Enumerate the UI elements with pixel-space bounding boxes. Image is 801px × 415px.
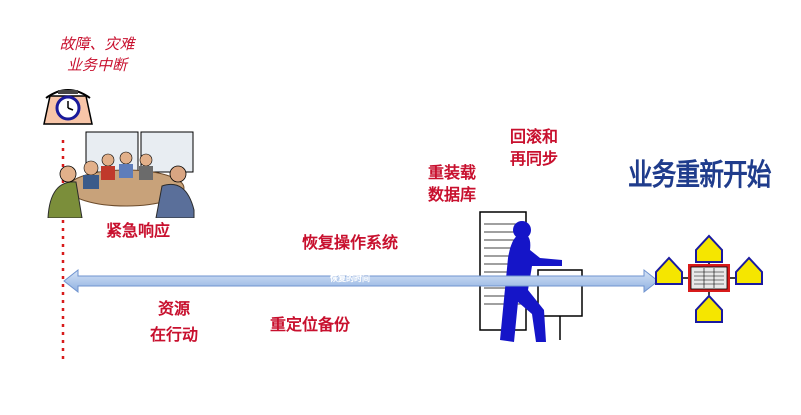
recover-os-label: 恢复操作系统 xyxy=(302,233,399,252)
rollback-resync-label: 回滚和 再同步 xyxy=(510,126,558,170)
recovery-time-label: 恢复的时间 xyxy=(330,274,370,283)
resources-in-action-label: 资源 在行动 xyxy=(150,298,198,346)
resources-line-1: 资源 xyxy=(158,299,191,318)
resources-line-2: 在行动 xyxy=(150,325,199,344)
reload-db-line-1: 重装载 xyxy=(428,163,477,182)
house-right xyxy=(735,256,763,285)
rollback-line-2: 再同步 xyxy=(510,149,559,168)
reload-db-line-2: 数据库 xyxy=(428,185,477,204)
house-bottom xyxy=(695,294,723,323)
network-server-icon xyxy=(655,234,763,323)
failure-label: 故障、灾难 业务中断 xyxy=(42,34,152,76)
emergency-response-label: 紧急响应 xyxy=(106,221,171,240)
server-operator-icon xyxy=(479,211,583,342)
house-left xyxy=(655,256,683,285)
rollback-line-1: 回滚和 xyxy=(510,127,559,146)
meeting-team-icon xyxy=(47,131,195,218)
reload-database-label: 重装载 数据库 xyxy=(428,162,476,206)
house-top xyxy=(695,234,723,263)
failure-line-1: 故障、灾难 xyxy=(59,35,135,53)
business-restart-title: 业务重新开始 xyxy=(628,158,771,193)
failure-line-2: 业务中断 xyxy=(66,56,127,74)
alarm-clock-icon xyxy=(43,89,93,125)
relocate-backup-label: 重定位备份 xyxy=(270,315,351,334)
